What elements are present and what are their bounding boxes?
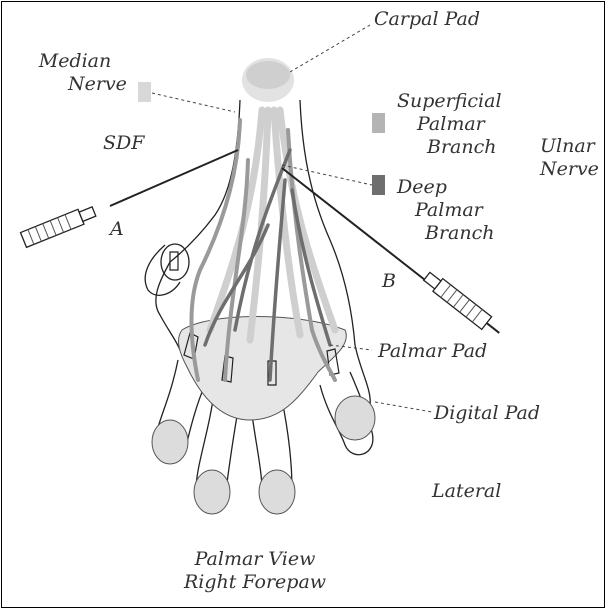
label-superficial-line3: Branch <box>397 136 502 159</box>
label-ulnar-line2: Nerve <box>540 158 599 181</box>
median-nerve-swatch <box>138 82 151 102</box>
label-superficial-line2: Palmar <box>397 113 502 136</box>
label-median-line2: Nerve <box>32 73 118 96</box>
label-deep-line1: Deep <box>397 176 495 199</box>
label-palmar-pad: Palmar Pad <box>378 340 487 363</box>
label-deep-line2: Palmar <box>397 199 495 222</box>
figure-caption: Palmar View Right Forepaw <box>170 548 340 594</box>
sdf-tendons <box>210 110 335 340</box>
needle-a <box>20 150 238 247</box>
palmar-pad <box>179 317 347 421</box>
label-ulnar-nerve: Ulnar Nerve <box>540 135 599 181</box>
label-median-line1: Median <box>32 50 118 73</box>
caption-line2: Right Forepaw <box>170 571 340 594</box>
superficial-branch-swatch <box>372 113 385 133</box>
label-sdf: SDF <box>103 132 144 155</box>
label-median-nerve: Median Nerve <box>32 50 118 96</box>
label-needle-a: A <box>110 218 124 241</box>
label-carpal-pad: Carpal Pad <box>374 8 480 31</box>
caption-line1: Palmar View <box>170 548 340 571</box>
label-superficial-palmar-branch: Superficial Palmar Branch <box>397 90 502 158</box>
label-digital-pad: Digital Pad <box>434 402 540 425</box>
label-ulnar-line1: Ulnar <box>540 135 599 158</box>
label-superficial-line1: Superficial <box>397 90 502 113</box>
carpal-pad <box>242 58 294 102</box>
label-deep-line3: Branch <box>397 222 495 245</box>
label-deep-palmar-branch: Deep Palmar Branch <box>397 176 495 244</box>
label-needle-b: B <box>382 270 396 293</box>
deep-branch-swatch <box>372 175 385 195</box>
label-lateral: Lateral <box>432 480 501 503</box>
